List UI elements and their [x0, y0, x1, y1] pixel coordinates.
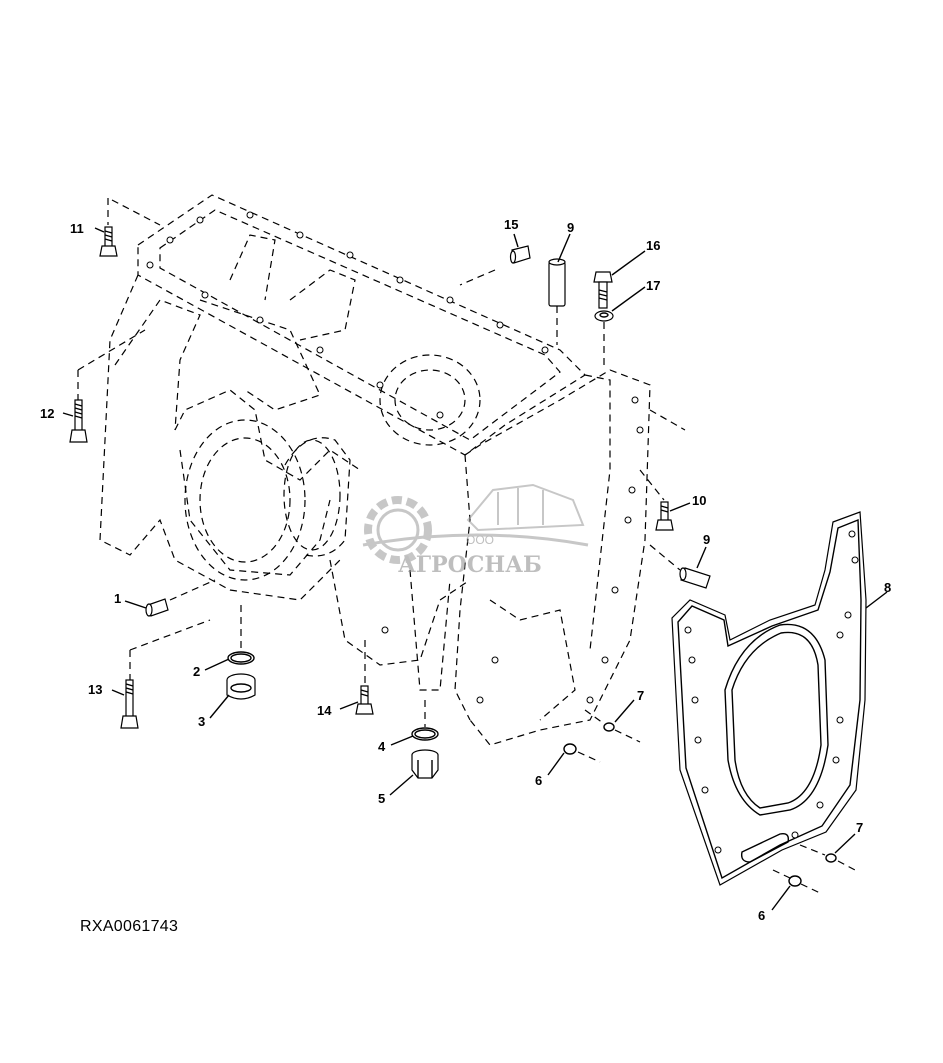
callout-14: 14	[317, 703, 332, 718]
callout-1: 1	[114, 591, 121, 606]
washer-17	[594, 310, 614, 322]
callout-3: 3	[198, 714, 205, 729]
watermark-name: АГРОСНАБ	[398, 552, 542, 578]
callout-9-top: 9	[567, 220, 574, 235]
bolt-16	[593, 271, 613, 309]
plug-5	[411, 749, 439, 779]
callout-11: 11	[70, 221, 84, 236]
callout-8: 8	[884, 580, 891, 595]
figure-code: RXA0061743	[80, 918, 179, 935]
callout-6-a: 6	[535, 773, 542, 788]
callout-13: 13	[88, 682, 102, 697]
flange-holes	[146, 211, 644, 704]
callout-12: 12	[40, 406, 54, 421]
transmission-housing	[99, 194, 651, 746]
clip-7-b	[825, 853, 837, 863]
pin-1	[145, 598, 169, 617]
watermark-logo: ООО АГРОСНАБ	[362, 483, 589, 578]
bolt-11	[99, 226, 118, 257]
watermark-small: ООО	[466, 533, 494, 547]
leader-lines	[62, 227, 888, 911]
o-ring-4	[411, 727, 439, 741]
bolt-14	[355, 685, 374, 715]
callout-7-b: 7	[856, 820, 863, 835]
callout-labels: 11 12 13 14 1 2 3 4 5 15 9 16 17 10 9 8 …	[40, 217, 891, 923]
gasket-plate	[671, 511, 867, 886]
callout-16: 16	[646, 238, 660, 253]
callout-17: 17	[646, 278, 660, 293]
washer-6-a	[563, 743, 577, 755]
callout-7-a: 7	[637, 688, 644, 703]
o-ring-2	[227, 651, 255, 665]
callout-2: 2	[193, 664, 200, 679]
bolt-13	[120, 679, 139, 729]
gear-icon	[364, 496, 432, 564]
clip-7-a	[603, 722, 615, 732]
tractor-icon	[466, 483, 585, 532]
bolt-12	[69, 399, 88, 443]
dowel-9-top	[548, 258, 566, 307]
callout-4: 4	[378, 739, 386, 754]
callout-15: 15	[504, 217, 518, 232]
plug-3	[226, 673, 256, 700]
pin-15	[509, 245, 531, 264]
washer-6-b	[788, 875, 802, 887]
bolt-10	[655, 501, 674, 531]
alignment-lines	[77, 198, 856, 894]
dowel-9-right	[679, 567, 711, 589]
callout-5: 5	[378, 791, 385, 806]
callout-9-right: 9	[703, 532, 710, 547]
callout-10: 10	[692, 493, 706, 508]
callout-6-b: 6	[758, 908, 765, 923]
